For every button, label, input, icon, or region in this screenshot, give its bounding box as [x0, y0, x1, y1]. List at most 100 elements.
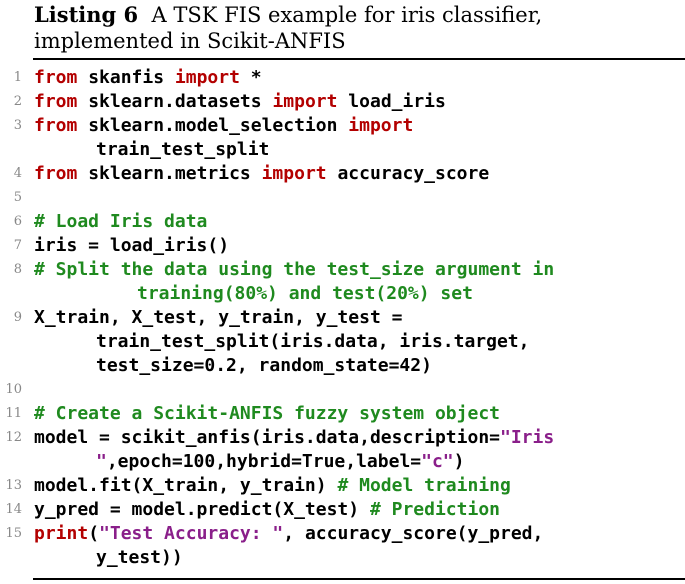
code-text: from sklearn.model_selection import [34, 114, 413, 138]
listing-title: A TSK FIS example for iris classifier, i… [34, 3, 543, 53]
code-line: 15 print("Test Accuracy: ", accuracy_scor… [0, 522, 685, 546]
code-line: train_test_split [0, 138, 685, 162]
code-line: test_size=0.2, random_state=42) [0, 354, 685, 378]
code-line: train_test_split(iris.data, iris.target, [0, 330, 685, 354]
line-number: 8 [13, 262, 22, 277]
code-line: training(80%) and test(20%) set [0, 282, 685, 306]
code-text: # Split the data using the test_size arg… [34, 258, 554, 282]
code-line: 10 [0, 378, 685, 402]
code-text: # Load Iris data [34, 210, 207, 234]
code-line: 5 [0, 186, 685, 210]
code-text: # Create a Scikit-ANFIS fuzzy system obj… [34, 402, 500, 426]
code-line: 9 X_train, X_test, y_train, y_test = [0, 306, 685, 330]
code-token: load_iris [337, 91, 446, 112]
code-token: y_test)) [96, 547, 183, 568]
code-string: "c" [421, 451, 454, 472]
code-text: print("Test Accuracy: ", accuracy_score(… [34, 522, 543, 546]
line-number: 1 [13, 70, 22, 85]
code-token: sklearn.metrics [77, 163, 262, 184]
code-token: ( [88, 523, 100, 544]
code-token: y_pred = model.predict(X_test) [34, 499, 370, 520]
code-token: ) [453, 451, 465, 472]
code-token: ,epoch=100,hybrid=True,label= [106, 451, 422, 472]
code-keyword: from [34, 91, 78, 112]
code-text: training(80%) and test(20%) set [137, 282, 473, 306]
code-line: 13 model.fit(X_train, y_train) # Model tr… [0, 474, 685, 498]
code-keyword: from [34, 163, 78, 184]
code-line: y_test)) [0, 546, 685, 570]
code-token: , accuracy_score(y_pred, [283, 523, 544, 544]
code-line: 14 y_pred = model.predict(X_test) # Predi… [0, 498, 685, 522]
code-line: 1 from skanfis import * [0, 66, 685, 90]
code-text: from skanfis import * [34, 66, 262, 90]
code-token: sklearn.datasets [77, 91, 273, 112]
code-text: from sklearn.metrics import accuracy_sco… [34, 162, 489, 186]
code-listing: 1 from skanfis import * 2 from sklearn.data… [0, 66, 685, 570]
bottom-rule [33, 578, 685, 580]
line-number: 9 [13, 310, 22, 325]
code-token: skanfis [77, 67, 175, 88]
code-token: accuracy_score [326, 163, 490, 184]
code-text: iris = load_iris() [34, 234, 229, 258]
code-comment: # Create a Scikit-ANFIS fuzzy system obj… [34, 403, 500, 424]
code-line: ",epoch=100,hybrid=True,label="c") [0, 450, 685, 474]
code-token: model = scikit_anfis(iris.data,descripti… [34, 427, 500, 448]
line-number: 14 [5, 502, 22, 517]
code-token: train_test_split [96, 139, 270, 160]
code-text: train_test_split [96, 138, 269, 162]
code-text: train_test_split(iris.data, iris.target, [96, 330, 529, 354]
code-text: ",epoch=100,hybrid=True,label="c") [96, 450, 464, 474]
code-comment: # Load Iris data [34, 211, 208, 232]
line-number: 15 [5, 526, 22, 541]
line-number: 4 [13, 166, 22, 181]
code-line: 12 model = scikit_anfis(iris.data,descrip… [0, 426, 685, 450]
code-token: sklearn.model_selection [77, 115, 349, 136]
line-number: 3 [13, 118, 22, 133]
code-text: model.fit(X_train, y_train) # Model trai… [34, 474, 511, 498]
line-number: 11 [5, 406, 22, 421]
code-text: X_train, X_test, y_train, y_test = [34, 306, 402, 330]
listing-label: Listing 6 [34, 2, 139, 27]
code-comment: training(80%) and test(20%) set [137, 283, 473, 304]
top-rule [33, 58, 685, 60]
code-token: * [239, 67, 262, 88]
code-text: test_size=0.2, random_state=42) [96, 354, 432, 378]
line-number: 12 [5, 430, 22, 445]
code-line: 11 # Create a Scikit-ANFIS fuzzy system o… [0, 402, 685, 426]
code-line: 3 from sklearn.model_selection import [0, 114, 685, 138]
code-token: X_train, X_test, y_train, y_test = [34, 307, 403, 328]
code-keyword: from [34, 67, 78, 88]
code-text: y_test)) [96, 546, 183, 570]
code-comment: # Model training [337, 475, 511, 496]
line-number: 5 [13, 190, 22, 205]
code-keyword: import [348, 115, 414, 136]
line-number: 7 [13, 238, 22, 253]
code-token: iris = load_iris() [34, 235, 230, 256]
line-number: 6 [13, 214, 22, 229]
code-line: 4 from sklearn.metrics import accuracy_sc… [0, 162, 685, 186]
code-line: 7 iris = load_iris() [0, 234, 685, 258]
code-comment: # Prediction [369, 499, 500, 520]
line-number: 10 [5, 382, 22, 397]
listing-caption: Listing 6 A TSK FIS example for iris cla… [34, 2, 674, 54]
code-token: model.fit(X_train, y_train) [34, 475, 338, 496]
code-text: y_pred = model.predict(X_test) # Predict… [34, 498, 500, 522]
line-number: 2 [13, 94, 22, 109]
code-token: test_size=0.2, random_state=42) [96, 355, 432, 376]
code-text: model = scikit_anfis(iris.data,descripti… [34, 426, 554, 450]
line-number: 13 [5, 478, 22, 493]
code-keyword: from [34, 115, 78, 136]
code-comment: # Split the data using the test_size arg… [34, 259, 555, 280]
code-text: from sklearn.datasets import load_iris [34, 90, 446, 114]
code-keyword: import [272, 91, 338, 112]
code-string: "Test Accuracy: " [99, 523, 284, 544]
code-line: 2 from sklearn.datasets import load_iris [0, 90, 685, 114]
code-keyword: print [34, 523, 89, 544]
code-string: " [96, 451, 107, 472]
code-line: 8 # Split the data using the test_size ar… [0, 258, 685, 282]
code-keyword: import [174, 67, 240, 88]
code-string: "Iris [500, 427, 555, 448]
code-line: 6 # Load Iris data [0, 210, 685, 234]
code-keyword: import [261, 163, 327, 184]
code-token: train_test_split(iris.data, iris.target, [96, 331, 530, 352]
